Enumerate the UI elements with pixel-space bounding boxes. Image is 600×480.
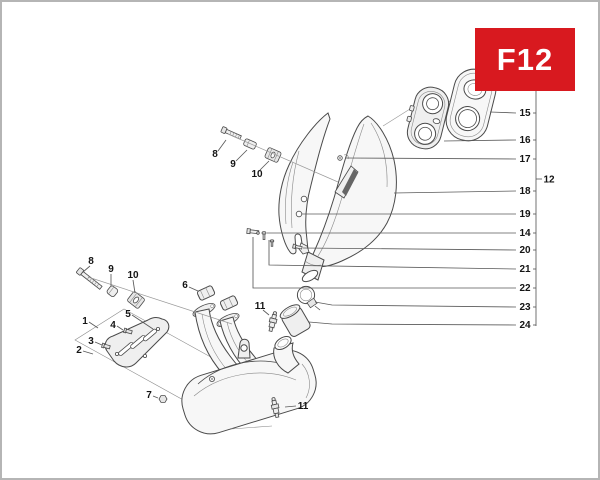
silencer-body	[311, 115, 397, 267]
callout-15: 15	[519, 108, 531, 119]
lower-assembly-axis	[87, 276, 233, 325]
callout-20: 20	[519, 245, 531, 256]
callout-22: 22	[519, 283, 531, 294]
pipe-clamp-23	[296, 285, 321, 311]
callout-16: 16	[519, 135, 531, 146]
callout-17: 17	[519, 154, 531, 165]
shield-screw-3	[101, 342, 111, 350]
exhaust-gasket-b	[219, 295, 239, 311]
fastener-cluster	[246, 228, 275, 247]
callout-upper-8: 8	[212, 149, 218, 160]
callout-column: 15 16 17 18 19 14 20 21 22 23 24 12	[252, 91, 555, 331]
callout-5: 5	[125, 309, 131, 320]
callout-lower-10: 10	[127, 270, 139, 281]
lower-mount-bushing	[127, 291, 145, 309]
heat-shield-plate	[104, 317, 170, 368]
section-badge-label: F12	[496, 41, 554, 77]
callout-18: 18	[519, 186, 531, 197]
callout-24: 24	[519, 320, 531, 331]
callout-7: 7	[146, 390, 152, 401]
callout-4: 4	[110, 320, 116, 331]
callout-19: 19	[519, 209, 531, 220]
section-badge-f12: F12	[475, 28, 575, 91]
nut-7	[158, 395, 168, 403]
lambda-sensor-upper	[268, 311, 278, 333]
exhaust-gasket-a	[196, 285, 216, 301]
callout-21: 21	[519, 264, 531, 275]
upper-mount-bolt	[220, 126, 242, 140]
callout-upper-10: 10	[251, 169, 263, 180]
inline-callouts: 8 9 10 8 9 10 1 2 3 4 5 6 7 11 11	[76, 139, 309, 412]
callout-upper-9: 9	[230, 159, 236, 170]
callout-3: 3	[88, 336, 94, 347]
callout-23: 23	[519, 302, 531, 313]
upper-mount-spacer	[243, 138, 257, 150]
callout-14: 14	[519, 228, 531, 239]
callout-11-upper: 11	[255, 301, 266, 312]
callout-12: 12	[543, 175, 555, 186]
cover-tab-bolt	[292, 242, 310, 255]
callout-6: 6	[182, 280, 188, 291]
upper-assembly-axis	[227, 133, 339, 183]
callout-2: 2	[76, 345, 82, 356]
collector-outlet-pipe	[273, 336, 300, 374]
lambda-sensor-lower	[230, 397, 280, 430]
collector-mount-ear	[237, 338, 251, 359]
callout-1: 1	[82, 316, 88, 327]
upper-mount-bushing	[264, 147, 282, 163]
callout-11-lower: 11	[298, 401, 309, 412]
coupling-sleeve-24	[279, 304, 311, 337]
callout-lower-8: 8	[88, 256, 94, 267]
lower-mount-bolt	[76, 267, 103, 290]
silencer-inner-cover	[278, 112, 331, 255]
callout-lower-9: 9	[108, 264, 114, 275]
endcap-inner-plate	[406, 86, 450, 150]
shield-screw-4	[123, 327, 133, 335]
lower-mount-washer	[106, 285, 119, 298]
